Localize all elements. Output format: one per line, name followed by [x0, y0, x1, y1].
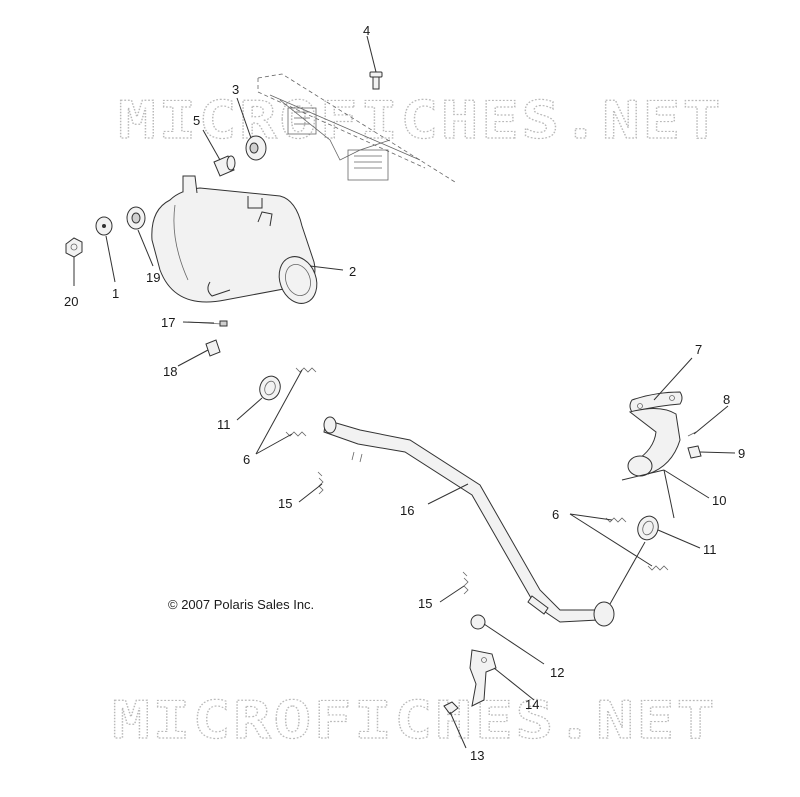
callout-17: 17 [161, 315, 175, 330]
nut-part-9 [687, 445, 702, 459]
callout-9: 9 [738, 446, 745, 461]
gasket-part-11-lower [637, 515, 659, 541]
watermark-top: MICROFICHES.NET [118, 91, 723, 151]
callout-10: 10 [712, 493, 726, 508]
callout-6-upper: 6 [243, 452, 250, 467]
bolt-part-13 [443, 701, 459, 715]
callout-3: 3 [232, 82, 239, 97]
callout-18: 18 [163, 364, 177, 379]
callout-11-upper: 11 [217, 417, 231, 432]
washer-part-1 [95, 216, 113, 236]
callout-20: 20 [64, 294, 78, 309]
callout-16: 16 [400, 503, 414, 518]
callout-5: 5 [193, 113, 200, 128]
flange-pipe-part-10 [627, 408, 681, 477]
spacer-part-5 [213, 155, 236, 177]
callout-6-lower: 6 [552, 507, 559, 522]
callout-15-lower: 15 [418, 596, 432, 611]
clip-part-8 [687, 431, 697, 437]
gasket-part-11-upper [259, 375, 281, 401]
cap-part-12 [470, 614, 486, 630]
washer-part-19 [126, 206, 146, 230]
callout-labels: 4 3 5 2 1 19 20 17 18 11 6 15 16 7 8 9 1… [64, 23, 745, 763]
head-pipe-part-16 [323, 416, 615, 627]
callout-1: 1 [112, 286, 119, 301]
callout-12: 12 [550, 665, 564, 680]
clip-part-17 [187, 320, 228, 327]
spring-part-6-lower-a [605, 517, 627, 523]
spring-part-15-upper [317, 471, 324, 495]
spring-part-6-lower-b [647, 565, 669, 571]
callout-13: 13 [470, 748, 484, 763]
copyright-notice: © 2007 Polaris Sales Inc. [168, 597, 314, 612]
frame-rail-outline [257, 73, 456, 183]
bracket-part-14 [469, 649, 497, 707]
callout-7: 7 [695, 342, 702, 357]
gasket-part-7 [629, 391, 683, 413]
spring-part-6-upper-a [295, 367, 317, 373]
grommet-part-3 [245, 135, 267, 161]
muffler-part-2 [151, 175, 318, 304]
callout-15-upper: 15 [278, 496, 292, 511]
callout-4: 4 [363, 23, 370, 38]
callout-19: 19 [146, 270, 160, 285]
callout-11-lower: 11 [703, 542, 717, 557]
spring-part-15-lower [462, 571, 469, 595]
bolt-part-4 [369, 71, 383, 90]
callout-2: 2 [349, 264, 356, 279]
watermark-bottom: MICROFICHES.NET [112, 691, 717, 751]
callout-14: 14 [525, 697, 539, 712]
leader-lines [73, 35, 736, 749]
nut-part-20 [65, 237, 83, 258]
bushing-part-18 [205, 339, 221, 357]
callout-8: 8 [723, 392, 730, 407]
